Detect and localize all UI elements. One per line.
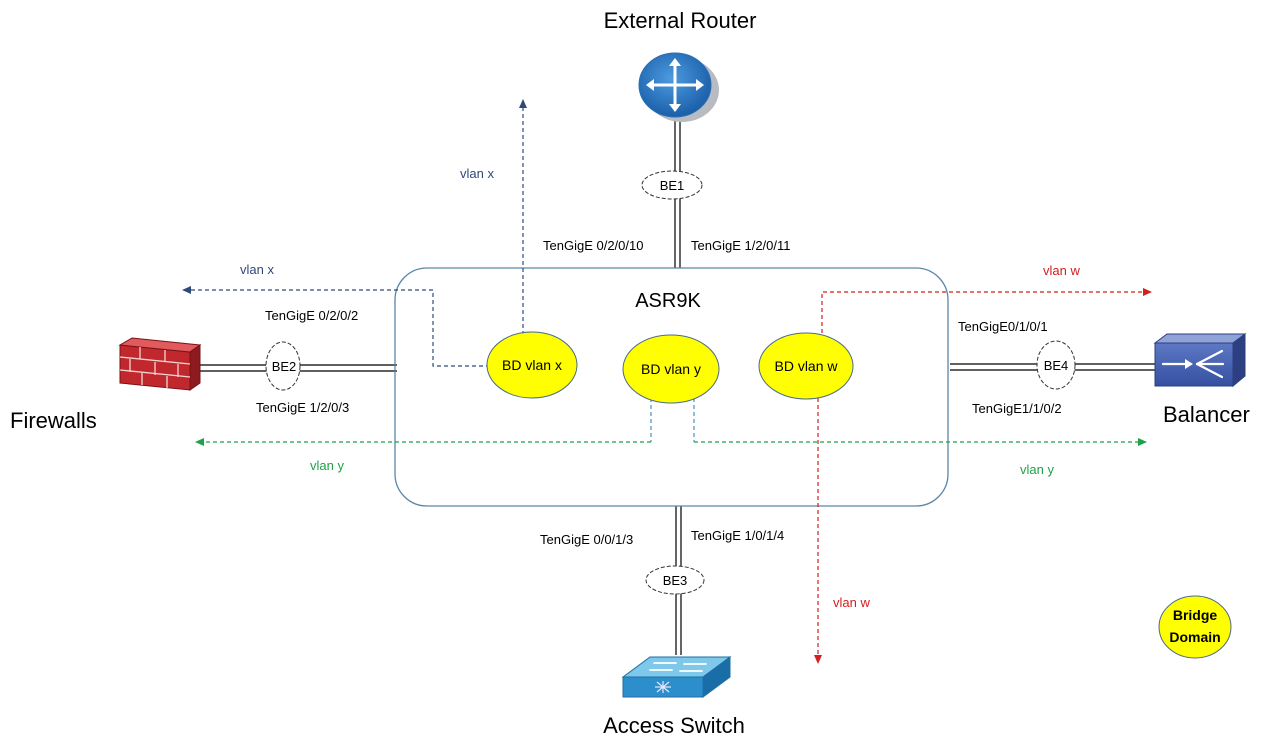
bundle-be4-label: BE4: [1044, 358, 1069, 373]
bridge-domain-x: BD vlan x: [486, 331, 578, 399]
asr9k-chassis: [394, 267, 949, 507]
port-firewall-top: TenGigE 0/2/0/2: [265, 308, 358, 323]
bridge-domain-y: BD vlan y: [622, 334, 720, 404]
vlan-w-balancer-path: [821, 288, 1152, 340]
port-switch-right: TenGigE 1/0/1/4: [691, 528, 784, 543]
switch-icon: [621, 656, 732, 698]
bridge-domain-y-label: BD vlan y: [641, 361, 701, 377]
router-icon: [638, 52, 719, 122]
vlan-w-path: [814, 288, 1152, 664]
asr9k-label: ASR9K: [635, 290, 701, 312]
vlan-w-right-label: vlan w: [1043, 263, 1080, 278]
legend-line-1: Bridge: [1173, 607, 1218, 623]
router-title: External Router: [604, 8, 757, 33]
firewall-icon: [118, 337, 202, 391]
switch-title: Access Switch: [603, 713, 745, 738]
vlan-x-left-label: vlan x: [240, 262, 274, 277]
vlan-x-path: [182, 99, 527, 367]
bundle-be4: BE4: [1036, 340, 1076, 390]
load-balancer-icon: [1153, 333, 1247, 388]
legend-bridge-domain: Bridge Domain: [1158, 595, 1232, 659]
bridge-domain-w: BD vlan w: [758, 332, 854, 400]
bridge-domain-x-label: BD vlan x: [502, 357, 562, 373]
port-firewall-bottom: TenGigE 1/2/0/3: [256, 400, 349, 415]
bundle-be2: BE2: [265, 341, 301, 391]
bundle-be3-label: BE3: [663, 573, 688, 588]
bundle-be1-label: BE1: [660, 178, 685, 193]
firewall-title: Firewalls: [10, 408, 97, 433]
port-switch-left: TenGigE 0/0/1/3: [540, 532, 633, 547]
bundle-be1: BE1: [641, 170, 703, 200]
vlan-y-path: [195, 398, 1147, 446]
bundle-be2-label: BE2: [272, 359, 297, 374]
bundle-be3: BE3: [645, 565, 705, 595]
vlan-y-right-label: vlan y: [1020, 462, 1054, 477]
port-balancer-bottom: TenGigE1/1/0/2: [972, 401, 1062, 416]
port-router-right: TenGigE 1/2/0/11: [691, 238, 791, 253]
balancer-title: Balancer: [1163, 402, 1250, 427]
vlan-w-down-label: vlan w: [833, 595, 870, 610]
vlan-y-left-label: vlan y: [310, 458, 344, 473]
vlan-x-firewall-path: [182, 286, 490, 367]
port-router-left: TenGigE 0/2/0/10: [543, 238, 643, 253]
bridge-domain-w-label: BD vlan w: [774, 358, 838, 374]
legend-line-2: Domain: [1169, 629, 1220, 645]
vlan-x-up-label: vlan x: [460, 166, 494, 181]
port-balancer-top: TenGigE0/1/0/1: [958, 319, 1048, 334]
